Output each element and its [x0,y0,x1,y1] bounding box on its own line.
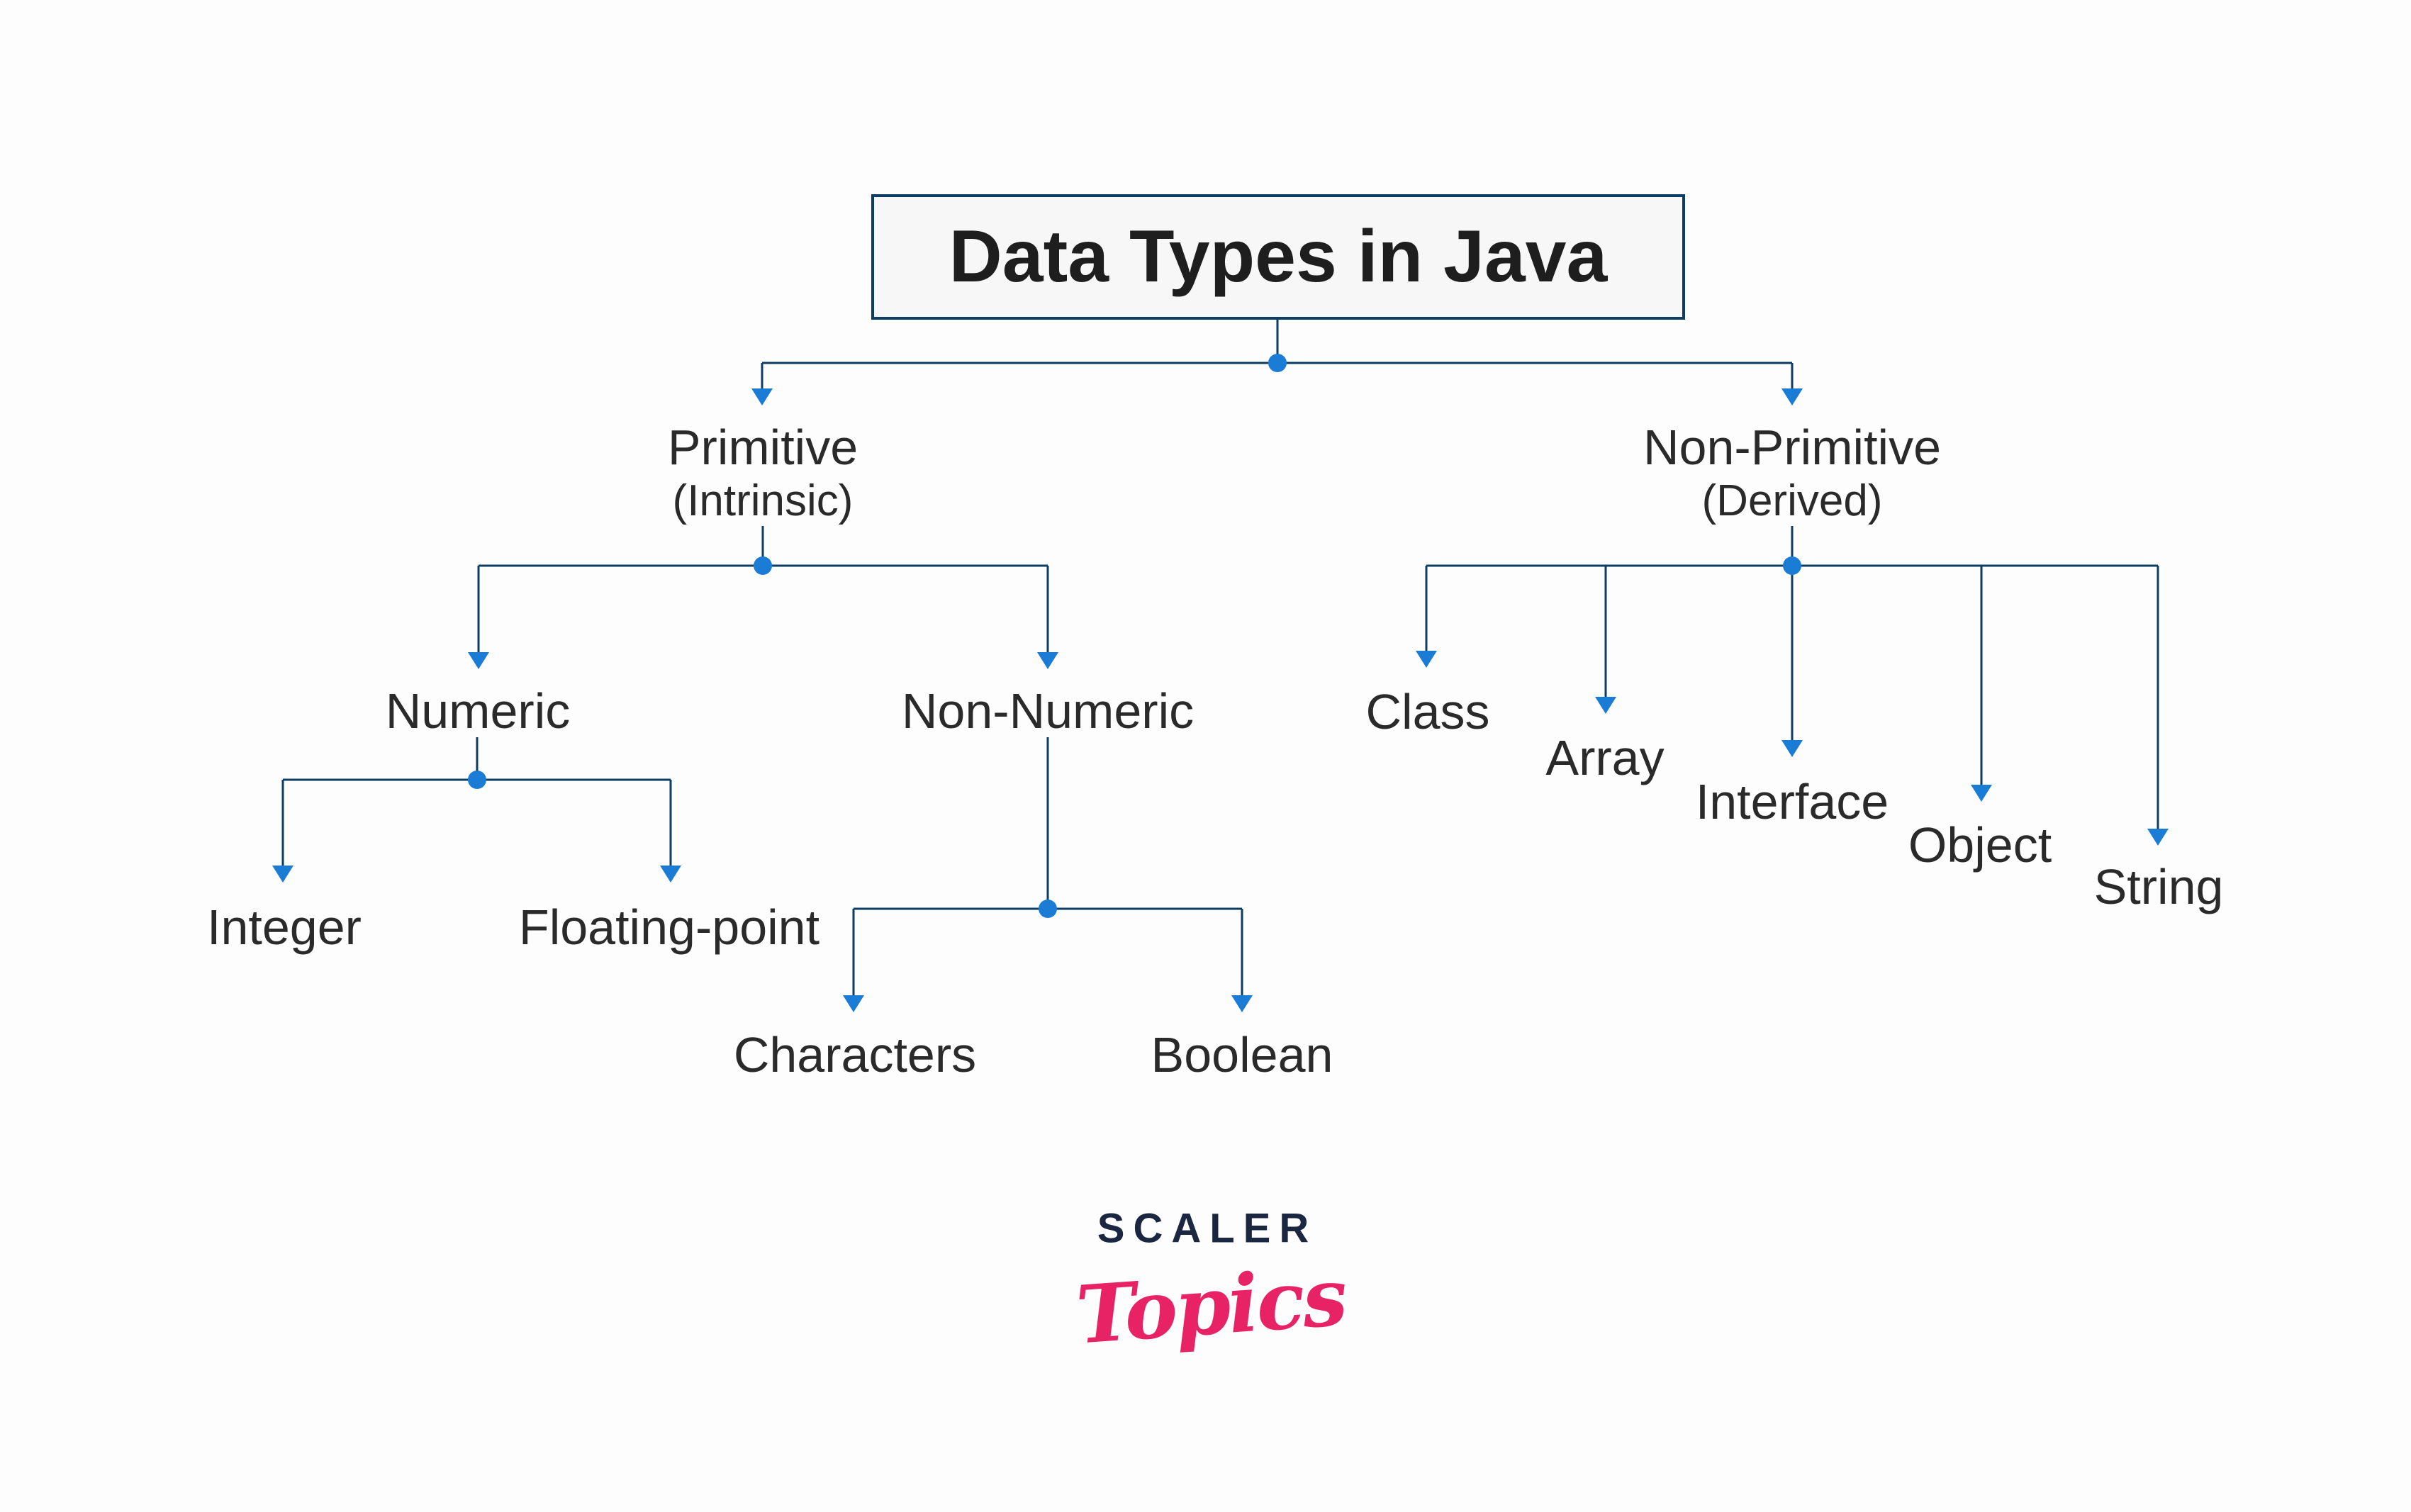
arrow-down-icon-object [1971,785,1992,802]
arrow-down-icon-interface [1781,740,1803,757]
node-label-integer: Integer [207,900,362,955]
node-label-object: Object [1908,817,2052,873]
logo-brand-text: SCALER [1097,1205,1318,1252]
node-qualifier-primitive: (Intrinsic) [672,476,854,525]
arrow-down-icon-integer [272,866,293,883]
arrow-down-icon-array [1595,697,1616,714]
node-label-characters: Characters [733,1027,977,1082]
numeric-connector-line [281,737,672,868]
node-label-primitive: Primitive [667,420,858,475]
node-label-numeric: Numeric [385,683,571,739]
non-numeric-connector-line [852,737,1243,997]
junction-dot-numeric [468,771,486,789]
node-label-boolean: Boolean [1151,1027,1333,1082]
node-label-non-numeric: Non-Numeric [901,683,1195,739]
node-qualifier-non-primitive: (Derived) [1701,476,1883,525]
arrow-down-icon-class [1416,651,1437,668]
primitive-connector-line [477,526,1049,654]
arrow-down-icon-non-numeric [1037,652,1058,669]
node-label-string: String [2093,859,2224,914]
logo-product-text: Topics [1073,1250,1348,1362]
node-label-array: Array [1545,730,1665,785]
diagram-title: Data Types in Java [949,215,1608,298]
node-label-non-primitive: Non-Primitive [1643,420,1942,475]
arrowheads [272,388,2169,1012]
node-label-class: Class [1365,684,1490,739]
arrow-down-icon-characters [843,995,864,1012]
arrow-down-icon-numeric [468,652,489,669]
root-node-box: Data Types in Java [871,194,1685,320]
node-label-floating-point: Floating-point [518,900,820,955]
junction-dot-non-numeric [1039,900,1057,918]
arrow-down-icon-string [2147,829,2169,846]
arrow-down-icon-floating-point [660,866,681,883]
arrow-down-icon-boolean [1231,995,1253,1012]
junction-dot-root [1268,354,1287,372]
junction-dot-non-primitive [1783,556,1801,575]
arrow-down-icon-non-primitive [1781,388,1803,405]
node-label-interface: Interface [1695,774,1889,829]
junction-dots [468,354,1801,918]
arrow-down-icon-primitive [751,388,773,405]
junction-dot-primitive [754,556,772,575]
